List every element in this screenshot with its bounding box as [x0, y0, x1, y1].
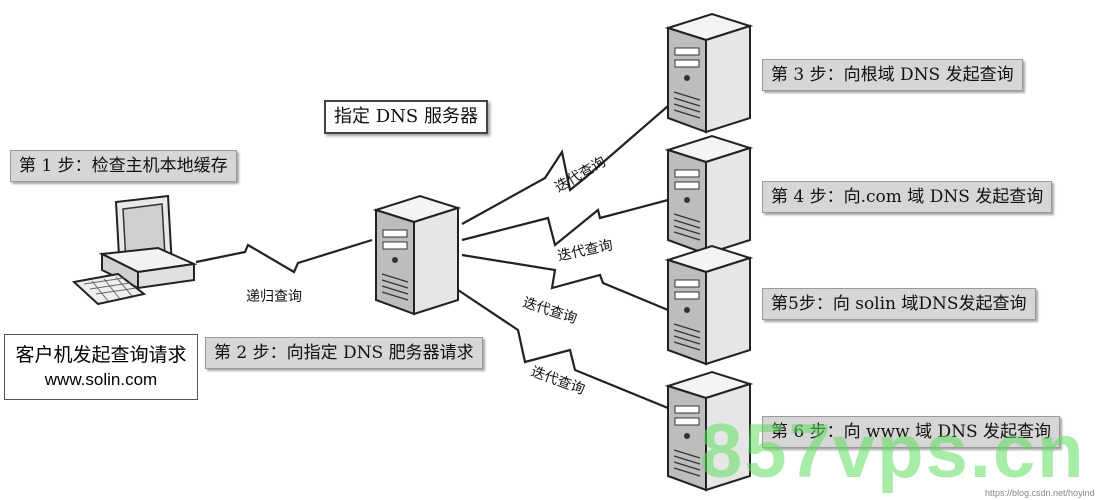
com-server-icon [664, 134, 754, 256]
root-server-icon [664, 12, 754, 134]
step-5-label: 第5步：向 solin 域DNS发起查询 [762, 288, 1036, 320]
watermark-credit: https://blog.csdn.net/hoyind [985, 488, 1095, 498]
iterative-link-root [461, 105, 669, 225]
recursive-link [195, 238, 373, 274]
solin-server-icon [664, 244, 754, 366]
dns-server-label: 指定 DNS 服务器 [324, 100, 488, 134]
client-request-box: 客户机发起查询请求 www.solin.com [4, 334, 198, 400]
step-6-label: 第 6 步：向 www 域 DNS 发起查询 [762, 416, 1061, 448]
client-request-title: 客户机发起查询请求 [15, 344, 187, 366]
step-3-label: 第 3 步：向根域 DNS 发起查询 [762, 59, 1023, 91]
iterative-link-solin [461, 253, 669, 312]
www-server-icon [664, 370, 754, 492]
client-computer-icon [72, 194, 198, 306]
dns-server-icon [372, 194, 462, 316]
step-4-label: 第 4 步：向.com 域 DNS 发起查询 [762, 181, 1053, 213]
client-request-domain: www.solin.com [44, 370, 158, 389]
step-1-label: 第 1 步：检查主机本地缓存 [10, 150, 237, 182]
edge-label-recursive: 递归查询 [246, 289, 302, 305]
step-2-label: 第 2 步：向指定 DNS 肥务器请求 [205, 337, 483, 369]
iterative-link-www [457, 289, 669, 410]
iterative-link-com [461, 198, 669, 247]
watermark-logo: 857vps.cn [700, 409, 1086, 494]
